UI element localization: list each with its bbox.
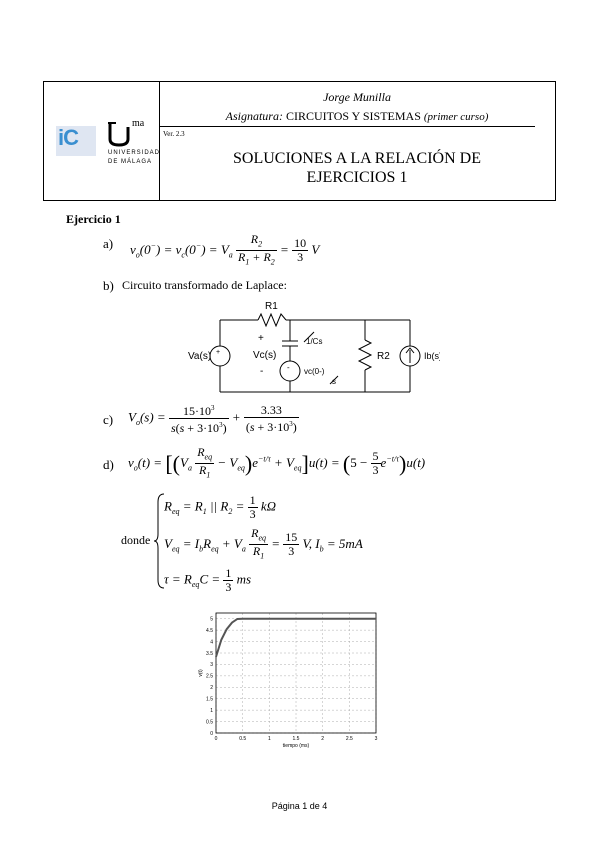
logo-uma-u — [108, 121, 130, 147]
page-number: Página 1 de 4 — [271, 801, 328, 811]
y-tick-label: 0 — [210, 731, 213, 737]
y-tick-label: 4 — [210, 639, 213, 645]
vc0-source-minus: - — [287, 363, 290, 372]
x-tick-label: 0 — [215, 736, 218, 742]
va-plus: + — [216, 349, 220, 356]
subject-line: Asignatura: CIRCUITOS Y SISTEMAS (primer… — [159, 109, 555, 124]
laplace-circuit: + - R1 1/Cs Va(s) + Vc(s) - vc(0-) s R2 … — [188, 301, 440, 393]
y-axis-label: v(t) — [198, 669, 204, 677]
r2-label: R2 — [377, 351, 390, 362]
item-b-text: Circuito transformado de Laplace: — [122, 278, 287, 292]
response-chart: 0 0.5 1 1.5 2 2.5 3 0 0.5 1 1.5 2 2.5 3 3.5 4 4.5 5 tiemp… — [198, 612, 378, 749]
y-tick-label: 3 — [210, 662, 213, 668]
x-tick-label: 2.5 — [346, 736, 353, 742]
author: Jorge Munilla — [323, 90, 391, 104]
version: Ver. 2.3 — [163, 130, 185, 138]
chart-ticks: 0 0.5 1 1.5 2 2.5 3 0 0.5 1 1.5 2 2.5 3 3.5 4 4.5 5 — [206, 617, 378, 742]
item-b-label: b) — [103, 278, 114, 293]
item-a-label: a) — [103, 236, 114, 251]
brace-icon — [154, 493, 165, 589]
va-label: Va(s) — [188, 351, 211, 362]
vc-minus: - — [260, 366, 263, 377]
logo-uni-line1: UNIVERSIDAD — [108, 150, 161, 156]
y-tick-label: 4.5 — [206, 628, 213, 634]
vc0-label: vc(0-) — [304, 367, 325, 376]
doc-title-2: EJERCICIOS 1 — [306, 169, 408, 186]
x-axis-label: tiempo (ms) — [283, 743, 310, 749]
x-tick-label: 0.5 — [239, 736, 246, 742]
y-tick-label: 5 — [210, 617, 213, 623]
cap-label: 1/Cs — [306, 337, 322, 346]
header-box: iC ma UNIVERSIDAD DE MÁLAGA Jorge Munill… — [43, 81, 556, 201]
item-c-label: c) — [103, 412, 114, 427]
doc-title-1: SOLUCIONES A LA RELACIÓN DE — [232, 150, 481, 167]
subject-name: CIRCUITOS Y SISTEMAS — [285, 109, 421, 123]
header-divider — [159, 82, 160, 200]
x-tick-label: 1.5 — [293, 736, 300, 742]
series-line — [215, 617, 376, 658]
ib-label: Ib(s) — [424, 351, 440, 361]
logo-uma-sup: ma — [132, 118, 145, 129]
logo-block: iC ma UNIVERSIDAD DE MÁLAGA — [52, 118, 159, 178]
vc0-den: s — [332, 377, 336, 386]
logo-ic: iC — [58, 125, 79, 150]
subject-label: Asignatura: — [225, 109, 283, 123]
plot-frame — [215, 612, 377, 734]
exercise-heading: Ejercicio 1 — [66, 212, 121, 226]
x-tick-label: 2 — [321, 736, 324, 742]
logo-uni-line2: DE MÁLAGA — [108, 159, 153, 165]
subject-note: (primer curso) — [423, 111, 489, 123]
r1-label: R1 — [265, 301, 278, 312]
x-tick-label: 3 — [375, 736, 378, 742]
header-rule — [159, 126, 535, 127]
donde-label: donde — [121, 533, 151, 547]
y-tick-label: 2.5 — [206, 674, 213, 680]
x-tick-label: 1 — [268, 736, 271, 742]
y-tick-label: 0.5 — [206, 719, 213, 725]
vc-plus: + — [258, 333, 264, 344]
y-tick-label: 2 — [210, 685, 213, 691]
item-d-label: d) — [103, 457, 114, 472]
y-tick-label: 1 — [210, 708, 213, 714]
chart-grid — [215, 613, 377, 734]
logo-ic-bg — [56, 126, 96, 156]
y-tick-label: 3.5 — [206, 651, 213, 657]
vc-label: Vc(s) — [253, 350, 276, 361]
y-tick-label: 1.5 — [206, 697, 213, 703]
